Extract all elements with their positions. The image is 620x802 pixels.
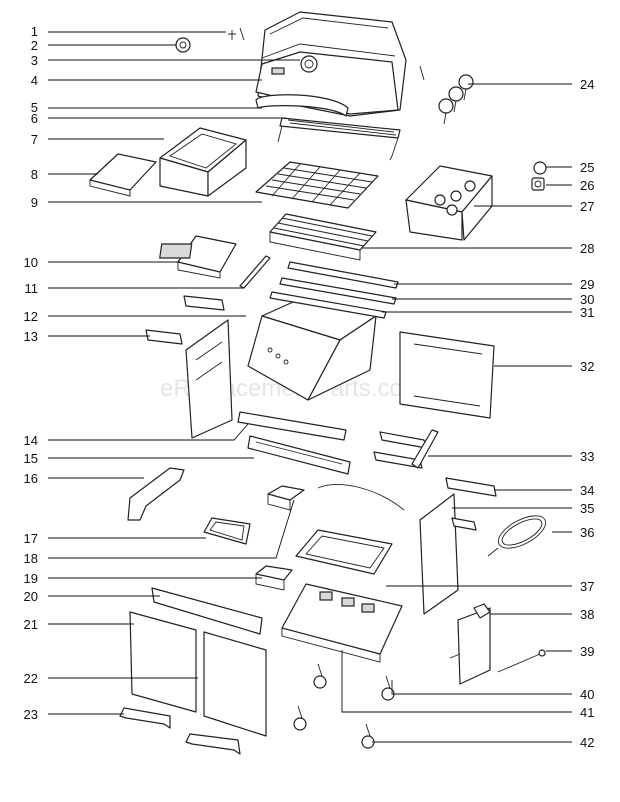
part-knob-cap xyxy=(533,161,547,175)
part-catch-pan xyxy=(255,565,293,591)
callout-label: 15 xyxy=(24,451,38,466)
callout-label: 37 xyxy=(580,579,594,594)
part-igniter xyxy=(497,649,546,673)
callout-label: 34 xyxy=(580,483,594,498)
part-left-door xyxy=(129,611,197,713)
part-screws xyxy=(228,27,245,41)
callout-label: 17 xyxy=(24,531,38,546)
part-left-end-cap xyxy=(127,467,185,521)
part-bottom-tray xyxy=(295,529,393,575)
part-rear-rail xyxy=(247,435,351,475)
callout-label: 3 xyxy=(31,53,38,68)
part-manifold xyxy=(373,429,439,469)
callout-label: 10 xyxy=(24,255,38,270)
callout-label: 2 xyxy=(31,38,38,53)
callout-label: 33 xyxy=(580,449,594,464)
part-igniter-wire xyxy=(317,484,405,511)
callout-label: 24 xyxy=(580,77,594,92)
callout-label: 8 xyxy=(31,167,38,182)
part-side-panel xyxy=(399,331,495,419)
part-lid-assembly xyxy=(255,11,407,117)
part-crossover-rod xyxy=(239,255,271,289)
callout-label: 42 xyxy=(580,735,594,750)
callout-label: 19 xyxy=(24,571,38,586)
callout-label: 40 xyxy=(580,687,594,702)
callout-label: 25 xyxy=(580,160,594,175)
callout-label: 18 xyxy=(24,551,38,566)
callouts-right: 24 25 26 27 28 29 30 31 32 33 34 35 36 3… xyxy=(580,77,594,750)
callout-label: 23 xyxy=(24,707,38,722)
callout-label: 26 xyxy=(580,178,594,193)
callout-label: 5 xyxy=(31,100,38,115)
part-flavorizer-bars xyxy=(269,213,377,261)
callout-label: 29 xyxy=(580,277,594,292)
callout-label: 11 xyxy=(25,281,39,296)
part-door-handles xyxy=(119,707,241,755)
callout-label: 30 xyxy=(580,292,594,307)
part-cooking-grates xyxy=(255,161,379,209)
part-front-panel xyxy=(151,587,263,635)
callout-label: 31 xyxy=(580,305,594,320)
callouts-left: 1 2 3 4 5 6 7 8 9 10 11 12 13 14 15 16 1… xyxy=(24,24,38,722)
callout-label: 27 xyxy=(580,199,594,214)
part-front-rail xyxy=(237,411,347,441)
callout-label: 1 xyxy=(31,24,38,39)
leader-lines xyxy=(48,31,572,743)
part-right-door xyxy=(203,631,267,737)
callout-label: 22 xyxy=(24,671,38,686)
part-left-frame xyxy=(145,295,233,439)
part-side-burner xyxy=(159,235,237,279)
part-burner-tubes xyxy=(269,261,399,319)
part-control-knobs xyxy=(419,65,474,125)
part-tank-holder xyxy=(449,603,491,685)
callout-label: 6 xyxy=(31,111,38,126)
part-casters xyxy=(293,663,395,749)
part-side-burner-box xyxy=(159,127,247,197)
callout-label: 28 xyxy=(580,241,594,256)
callout-label: 21 xyxy=(24,617,38,632)
callout-label: 13 xyxy=(24,329,38,344)
part-thermometer xyxy=(175,37,191,53)
part-warming-rack xyxy=(277,117,401,161)
part-drip-pan xyxy=(267,485,305,511)
part-gas-hose xyxy=(487,515,547,557)
callout-label: 41 xyxy=(580,705,594,720)
callout-label: 20 xyxy=(24,589,38,604)
callout-label: 14 xyxy=(24,433,38,448)
callout-label: 16 xyxy=(24,471,38,486)
callout-label: 32 xyxy=(580,359,594,374)
callout-label: 36 xyxy=(580,525,594,540)
part-bottom-panel xyxy=(281,583,403,663)
part-right-frame xyxy=(419,477,497,615)
part-cook-box xyxy=(247,297,377,401)
part-grease-tray-holder xyxy=(203,517,251,545)
callout-label: 4 xyxy=(31,73,38,88)
part-side-table xyxy=(89,153,157,197)
callout-label: 7 xyxy=(31,132,38,147)
callout-label: 35 xyxy=(580,501,594,516)
callout-label: 39 xyxy=(580,644,594,659)
part-igniter-button xyxy=(531,177,545,191)
part-control-panel xyxy=(405,165,493,241)
callout-label: 38 xyxy=(580,607,594,622)
callout-label: 9 xyxy=(31,195,38,210)
callout-label: 12 xyxy=(24,309,38,324)
